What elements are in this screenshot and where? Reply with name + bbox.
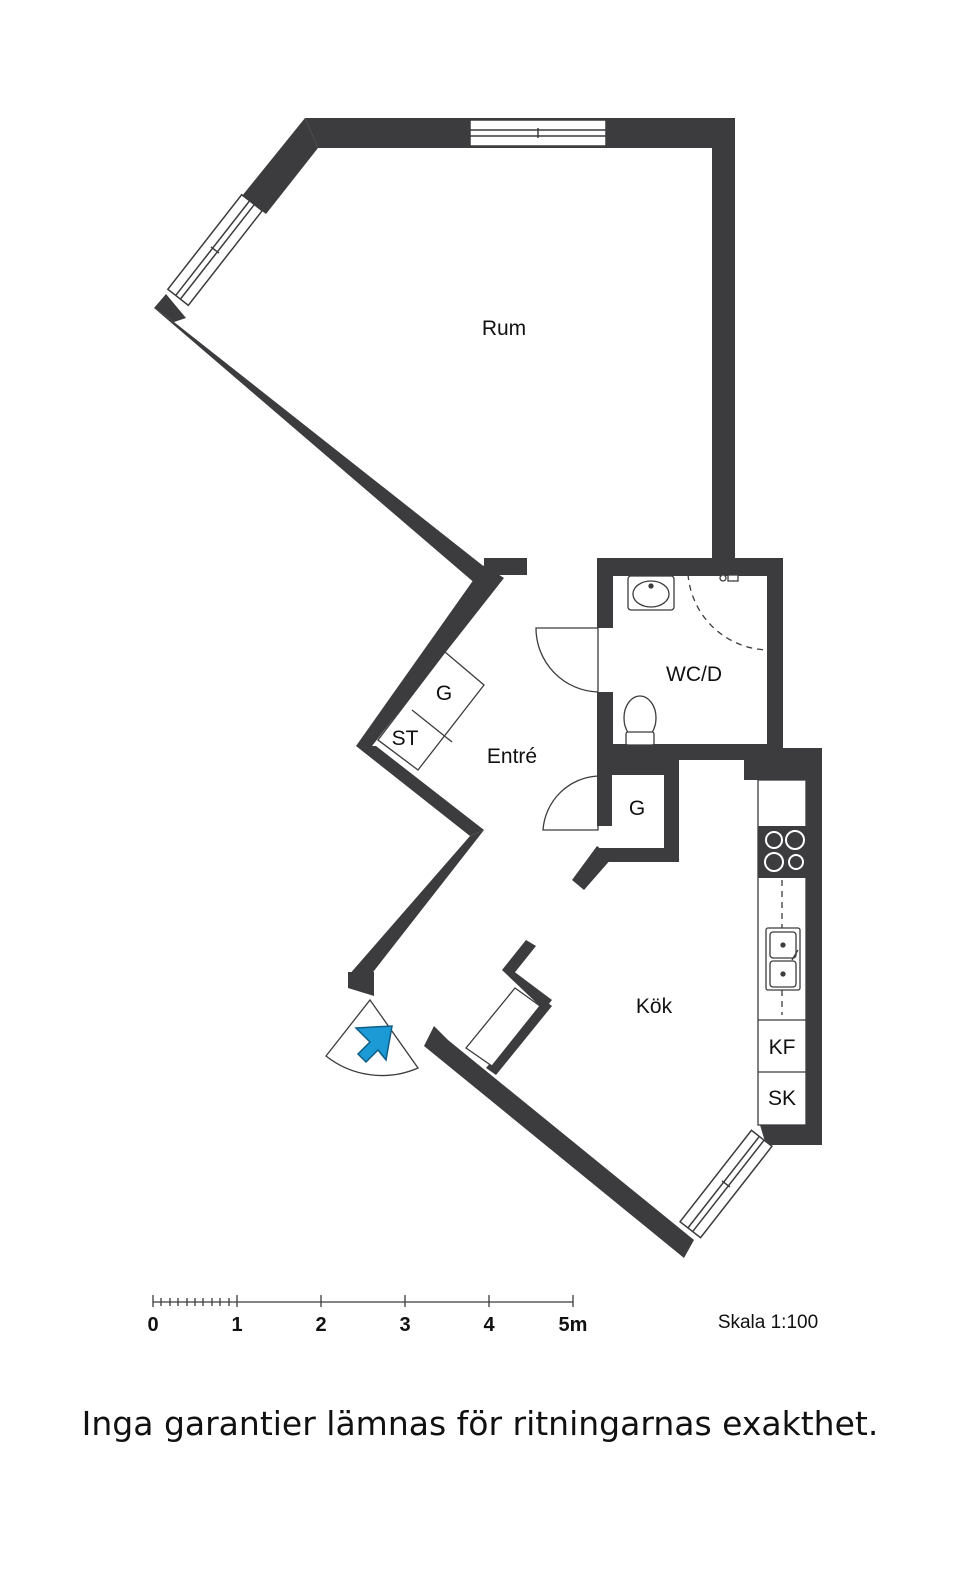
wall-entre-upper-diagonal	[356, 565, 504, 746]
room-label-rum: Rum	[482, 317, 526, 340]
window-kitchen	[678, 1129, 774, 1239]
scale-label: Skala 1:100	[718, 1312, 818, 1333]
wall-closet-bottom	[597, 848, 679, 862]
wc-fixtures	[623, 574, 739, 746]
wall-wc-top	[597, 558, 783, 576]
window-rum-top	[469, 119, 607, 147]
wall-partition-a	[502, 940, 536, 976]
window-rum-left	[166, 193, 264, 307]
scale-tick-label: 3	[399, 1314, 410, 1336]
scale-bar	[152, 1295, 574, 1307]
wall-partition-c	[486, 1000, 552, 1075]
wall-wc-left-upper	[597, 558, 613, 628]
room-label-wc: WC/D	[666, 663, 722, 686]
wall-rum-left-stub	[154, 294, 186, 322]
wall-wc-bottom	[597, 744, 783, 760]
door-swing-wc-shower	[687, 573, 769, 651]
wall-closet-stub	[572, 846, 612, 890]
room-label-kok: Kök	[636, 995, 673, 1018]
wall-partition-b	[502, 970, 552, 1010]
fixture-label-sk: SK	[768, 1087, 796, 1110]
entrance-arrow-icon	[354, 1025, 393, 1064]
wall-rum-right	[712, 118, 735, 560]
wall-entre-bottom-stub	[348, 972, 374, 996]
scale-tick-label: 0	[147, 1314, 158, 1336]
windows	[166, 119, 774, 1239]
room-label-entre: Entré	[487, 745, 537, 768]
kitchen-sink-icon	[765, 927, 801, 991]
wall-bottom-diagonal	[424, 1026, 694, 1258]
wall-rum-northwest	[242, 118, 318, 214]
scale-tick-label: 5m	[559, 1314, 588, 1336]
wall-closet-right	[664, 760, 679, 862]
door-swing-closet	[542, 775, 599, 831]
scale-tick-label: 1	[231, 1314, 242, 1336]
toilet-icon	[623, 695, 657, 746]
fixture-label-st: ST	[392, 727, 419, 750]
wall-entre-notch	[356, 746, 484, 836]
wall-rum-diagonal	[154, 308, 496, 590]
walls	[154, 118, 822, 1258]
sink-icon	[627, 575, 675, 611]
disclaimer-text: Inga garantier lämnas för ritningarnas e…	[81, 1404, 879, 1443]
scale-tick-label: 4	[483, 1314, 495, 1336]
wall-kitchen-top-right	[744, 748, 822, 780]
entre-wardrobes	[377, 651, 485, 771]
stair-landing	[465, 987, 541, 1067]
wall-kitchen-bottom-right	[760, 1125, 822, 1145]
fixture-label-g-entre: G	[436, 682, 452, 705]
wall-closet-left	[597, 760, 612, 826]
shower-icon	[719, 574, 739, 582]
wall-entre-lower-diagonal	[348, 830, 484, 976]
scale-tick-label: 2	[315, 1314, 326, 1336]
door-swing-wc	[535, 627, 599, 693]
doors	[325, 573, 769, 1077]
fixture-label-kf: KF	[769, 1036, 796, 1059]
wall-wc-right	[767, 558, 783, 760]
fixture-label-g-closet: G	[629, 797, 645, 820]
wall-rum-bottom-left	[484, 558, 527, 575]
door-swing-entrance	[325, 998, 419, 1077]
stove-icon	[758, 826, 806, 878]
wall-closet-top	[597, 760, 679, 775]
wall-kitchen-right	[806, 748, 822, 1145]
